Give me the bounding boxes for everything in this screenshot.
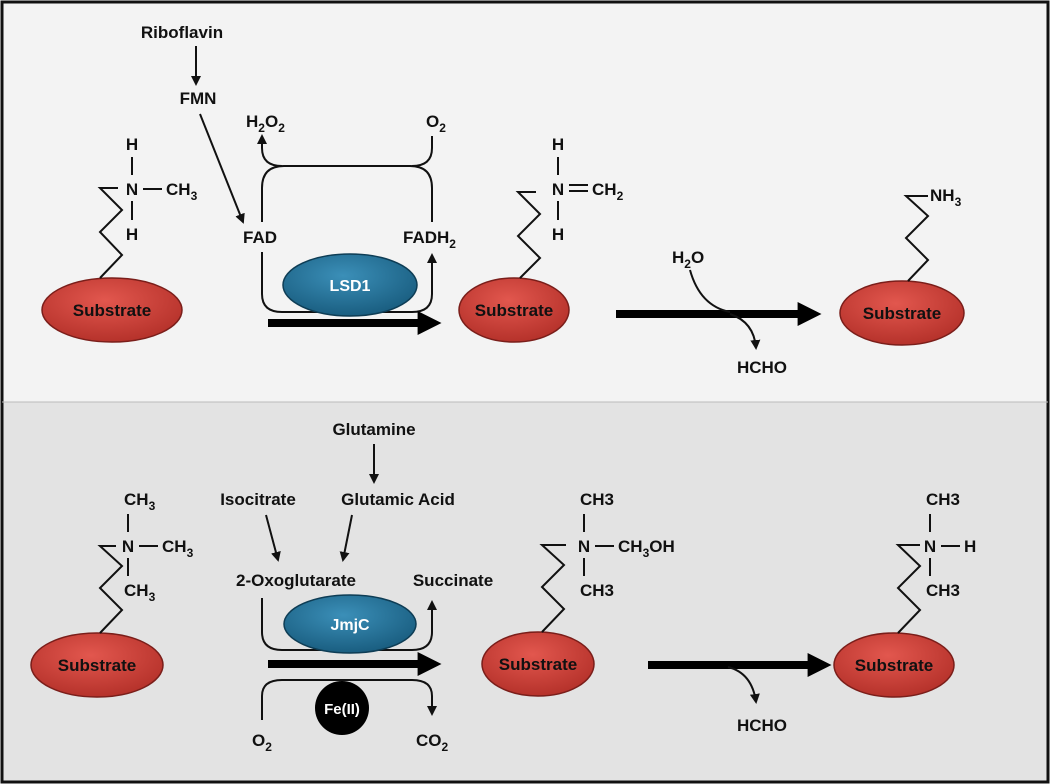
fad-cycle-upper (261, 165, 433, 222)
lsd1-enzyme (282, 253, 418, 317)
co2-label: CO2 (416, 731, 449, 754)
substrate-5-label: Substrate (499, 655, 577, 674)
b2-ch2oh: CH3OH (618, 537, 675, 560)
fad-label: FAD (243, 228, 277, 247)
o2-co2-loop (261, 679, 437, 720)
h2o2-label: H2O2 (246, 112, 285, 135)
substrate-5 (481, 631, 595, 697)
s1-n: N (126, 180, 138, 199)
hcho-top-label: HCHO (737, 358, 787, 377)
substrate-5-side-chain (539, 544, 566, 633)
h2o-label: H2O (672, 248, 704, 271)
oxoglutarate-label: 2-Oxoglutarate (236, 571, 356, 590)
from-o2-curve (411, 136, 433, 167)
b2-ch3-top: CH3 (580, 490, 614, 509)
s2-h-bot: H (552, 225, 564, 244)
fadh2-label: FADH2 (403, 228, 456, 251)
b3-ch3-top: CH3 (926, 490, 960, 509)
hcho-out-arrow-top (729, 313, 761, 350)
b3-n: N (924, 537, 936, 556)
s1-ch3: CH3 (166, 180, 198, 203)
b1-n: N (122, 537, 134, 556)
s1-h-bot: H (126, 225, 138, 244)
substrate-4-label: Substrate (58, 656, 136, 675)
s2-n: N (552, 180, 564, 199)
substrate-1-side-chain (97, 187, 124, 279)
substrate-4 (30, 632, 164, 698)
h2o-in-curve (689, 269, 731, 313)
b1-ch3-top: CH3 (124, 490, 156, 513)
hcho-bottom-label: HCHO (737, 716, 787, 735)
isocitrate-arrow (265, 514, 281, 562)
bottom-panel (2, 402, 1048, 782)
substrate-6-label: Substrate (855, 656, 933, 675)
b2-ch3-bot: CH3 (580, 581, 614, 600)
b3-ch3-bot: CH3 (926, 581, 960, 600)
fe-ii-label: Fe(II) (324, 701, 360, 718)
b1-ch3-right: CH3 (162, 537, 194, 560)
s2-h-top: H (552, 135, 564, 154)
to-h2o2-arrow (257, 134, 283, 167)
b1-ch3-bot: CH3 (124, 581, 156, 604)
substrate-3-label: Substrate (863, 304, 941, 323)
hcho-out-arrow-bottom (727, 666, 760, 704)
glutamic-acid-arrow (339, 514, 353, 562)
substrate-3-side-chain (903, 195, 930, 282)
s1-h-top: H (126, 135, 138, 154)
s3-nh3: NH3 (930, 186, 962, 209)
b3-h: H (964, 537, 976, 556)
fe-ii-cofactor (315, 681, 369, 735)
o2-label: O2 (426, 112, 446, 135)
jmjc-label: JmjC (330, 617, 370, 634)
substrate-2-label: Substrate (475, 301, 553, 320)
substrate-6 (833, 632, 955, 698)
substrate-1 (41, 277, 183, 343)
succinate-label: Succinate (413, 571, 493, 590)
b2-n: N (578, 537, 590, 556)
glutamic-acid-label: Glutamic Acid (341, 490, 455, 509)
substrate-2 (458, 277, 570, 343)
isocitrate-label: Isocitrate (220, 490, 296, 509)
substrate-6-side-chain (895, 544, 922, 634)
substrate-1-label: Substrate (73, 301, 151, 320)
substrate-2-side-chain (515, 191, 542, 279)
glutamine-label: Glutamine (332, 420, 415, 439)
substrate-4-side-chain (97, 545, 124, 634)
riboflavin-label: Riboflavin (141, 23, 223, 42)
o2-bottom-label: O2 (252, 731, 272, 754)
substrate-3 (839, 280, 965, 346)
s2-ch2: CH2 (592, 180, 624, 203)
fmn-label: FMN (180, 89, 217, 108)
jmjc-enzyme (283, 594, 417, 654)
fmn-to-fad-arrow (199, 113, 245, 224)
lsd1-label: LSD1 (330, 278, 371, 295)
